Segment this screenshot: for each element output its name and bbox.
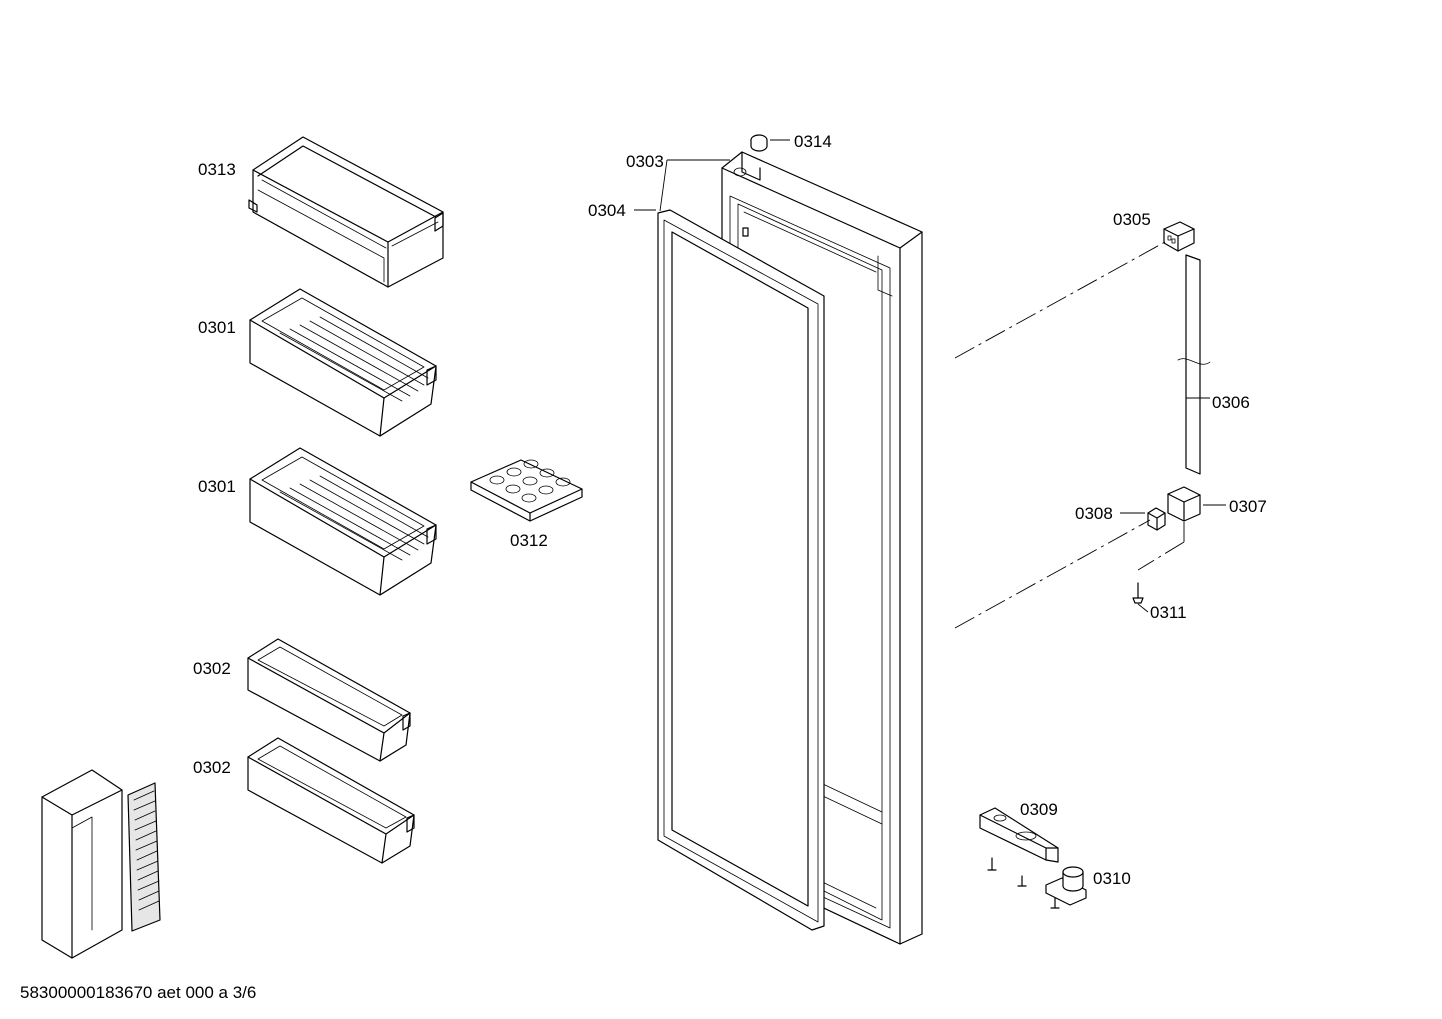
door-shelf-0302-lower bbox=[247, 737, 415, 864]
label-0301-lower: 0301 bbox=[198, 477, 236, 496]
label-0307: 0307 bbox=[1229, 497, 1267, 516]
hinge-0309 bbox=[979, 807, 1059, 863]
assembly-lines bbox=[954, 241, 1185, 629]
connector-0307 bbox=[1167, 486, 1201, 522]
door-shelf-0302-upper bbox=[247, 638, 411, 762]
leader-lines bbox=[634, 139, 1226, 613]
cable-0306 bbox=[1177, 254, 1211, 475]
filter-housing bbox=[41, 769, 161, 959]
label-0311: 0311 bbox=[1150, 603, 1187, 622]
connector-0305 bbox=[1163, 221, 1195, 252]
label-0301-upper: 0301 bbox=[198, 318, 236, 337]
label-0312: 0312 bbox=[510, 531, 548, 550]
door-bin-0301-upper bbox=[249, 288, 437, 437]
hinge-screws bbox=[987, 857, 1060, 909]
clip-0308 bbox=[1147, 507, 1166, 531]
label-0310: 0310 bbox=[1093, 869, 1131, 888]
label-0302-upper: 0302 bbox=[193, 659, 231, 678]
label-0304: 0304 bbox=[588, 201, 626, 220]
label-0314: 0314 bbox=[794, 132, 832, 151]
door-gasket-0304 bbox=[657, 209, 825, 931]
label-0305: 0305 bbox=[1113, 210, 1151, 229]
label-0309: 0309 bbox=[1020, 800, 1058, 819]
cap-0314 bbox=[750, 134, 768, 152]
label-0313: 0313 bbox=[198, 160, 236, 179]
label-0302-lower: 0302 bbox=[193, 758, 231, 777]
label-0308: 0308 bbox=[1075, 504, 1113, 523]
screw-0311 bbox=[1132, 582, 1144, 604]
hinge-bracket-0310 bbox=[1045, 866, 1087, 906]
dairy-bin-0313 bbox=[248, 136, 444, 288]
label-0303: 0303 bbox=[626, 152, 664, 171]
label-0306: 0306 bbox=[1212, 393, 1250, 412]
door-bin-0301-lower bbox=[249, 447, 437, 596]
egg-tray-0312 bbox=[470, 459, 583, 522]
document-number: 58300000183670 aet 000 a 3/6 bbox=[20, 983, 256, 1002]
